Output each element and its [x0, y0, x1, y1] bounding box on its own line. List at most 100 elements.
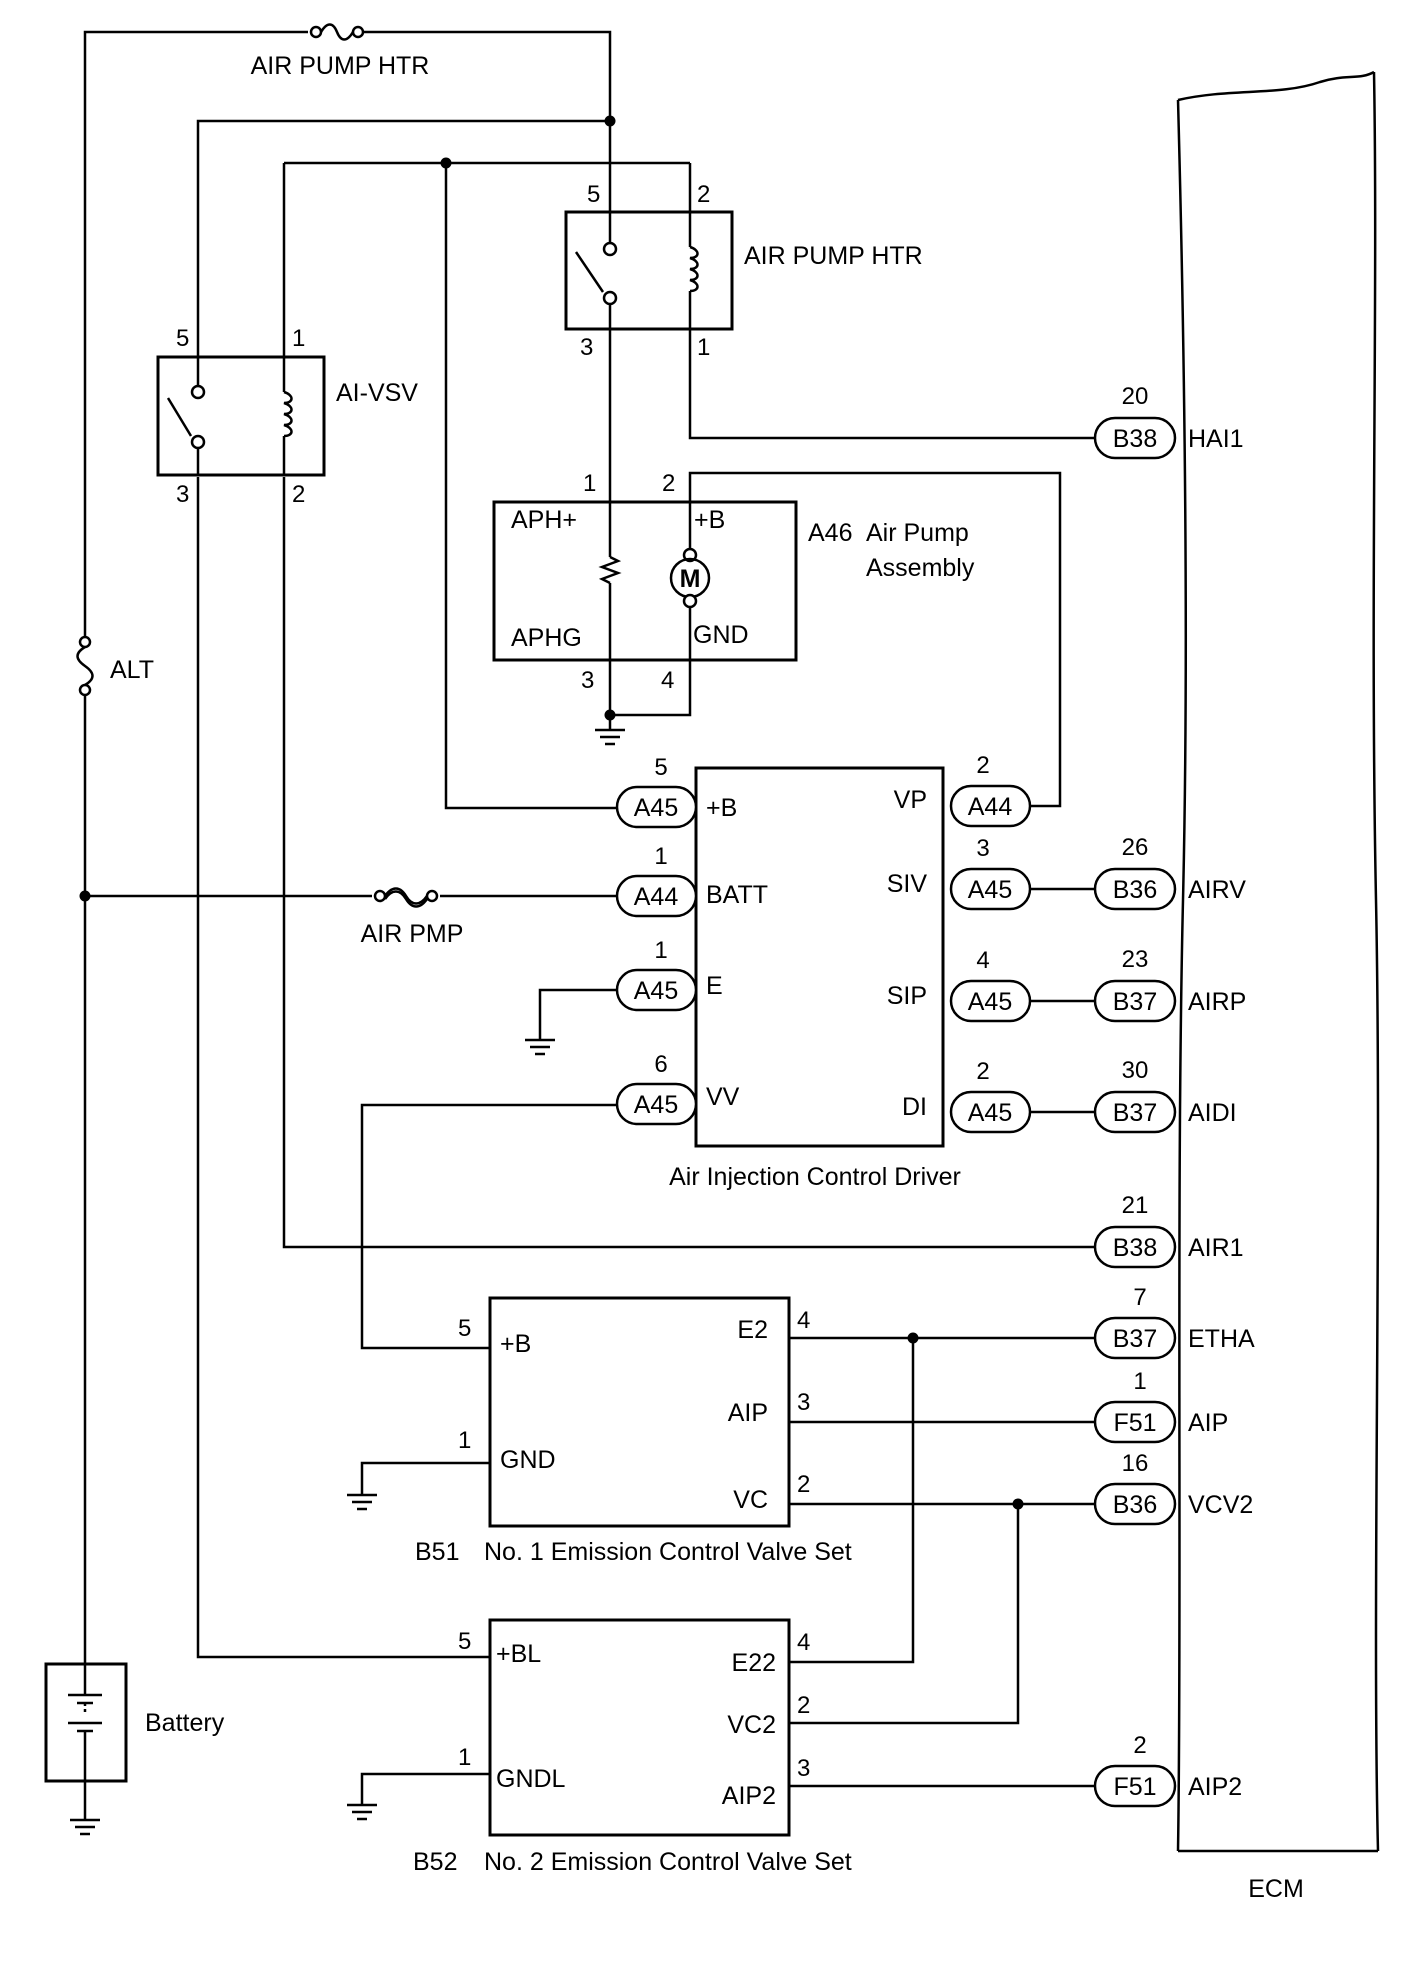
terminal-label: VP: [894, 786, 927, 814]
pin-label: 2: [292, 481, 305, 508]
pin-label: 5: [654, 754, 667, 781]
pin-label: 1: [1133, 1368, 1146, 1395]
connector-a45: A45 5: [615, 754, 698, 829]
connector-label: B38: [1113, 425, 1157, 453]
pin-label: 5: [587, 181, 600, 208]
signal-label: AIP: [1188, 1409, 1228, 1437]
wire-e22: [789, 1338, 915, 1664]
connector-label: B37: [1113, 1099, 1157, 1127]
pin-label: 4: [661, 667, 674, 694]
connector-label: B37: [1113, 1325, 1157, 1353]
connector-label: A45: [968, 988, 1012, 1016]
terminal-label: E22: [732, 1649, 776, 1677]
pin-label: 23: [1122, 946, 1149, 973]
junction-dot: [440, 157, 452, 169]
pin-label: 1: [292, 325, 305, 352]
connector-label: B38: [1113, 1234, 1157, 1262]
junction-dots: [79, 115, 1024, 1510]
ecm-connector: B36 16 VCV2: [1093, 1450, 1253, 1526]
fuse-air-pmp: AIR PMP: [361, 887, 464, 948]
junction-dot: [79, 890, 91, 902]
signal-label: AIP2: [1188, 1773, 1242, 1801]
pin-label: 2: [797, 1471, 810, 1498]
component-label: Assembly: [866, 554, 975, 582]
wire-valve1-gnd: [360, 1461, 490, 1495]
ecm-connector: F51 2 AIP2: [1093, 1732, 1242, 1808]
connector-a45: A45 2: [949, 1058, 1032, 1134]
component-ref: B52: [413, 1848, 457, 1876]
connector-label: F51: [1113, 1773, 1156, 1801]
terminal-label: AIP2: [722, 1782, 776, 1810]
ecm-connector: B36 26 AIRV: [1093, 834, 1246, 911]
battery: Battery: [44, 1662, 225, 1820]
pin-label: 5: [458, 1315, 471, 1342]
pin-label: 2: [662, 470, 675, 497]
junction-dot: [604, 115, 616, 127]
ecm: ECM: [1176, 70, 1380, 1903]
ai-vsv: 5 1 3 2 AI-VSV: [156, 325, 418, 508]
ecm-label: ECM: [1248, 1875, 1304, 1903]
signal-label: AIRP: [1188, 988, 1246, 1016]
pin-label: 3: [797, 1389, 810, 1416]
fuse-label: AIR PMP: [361, 920, 464, 948]
connector-label: A45: [968, 1099, 1012, 1127]
terminal-label: DI: [902, 1093, 927, 1121]
wire-hai1: [688, 300, 1095, 440]
component-label: No. 1 Emission Control Valve Set: [484, 1538, 852, 1566]
terminal-label: GND: [500, 1446, 556, 1474]
junction-dot: [604, 709, 616, 721]
pin-label: 7: [1133, 1284, 1146, 1311]
pin-label: 20: [1122, 383, 1149, 410]
connector-a45: A45 4: [949, 947, 1032, 1023]
connector-label: A44: [968, 793, 1013, 821]
wire-driver-e: [538, 988, 617, 1040]
ecm-connector: B38 21 AIR1: [1093, 1192, 1244, 1269]
pin-label: 4: [797, 1307, 810, 1334]
junction-dot: [1012, 1498, 1024, 1510]
wire-driver-plus-b: [444, 163, 617, 810]
pin-label: 2: [1133, 1732, 1146, 1759]
terminal-label: +BL: [496, 1640, 541, 1668]
wire-vp: [688, 471, 1062, 808]
wire-ai-vsv-pin5: [196, 119, 610, 385]
component-ref: B51: [415, 1538, 459, 1566]
terminal-label: VV: [706, 1083, 740, 1111]
pin-label: 16: [1122, 1450, 1149, 1477]
pin-label: 2: [976, 752, 989, 779]
pin-label: 1: [654, 843, 667, 870]
emission-control-valve-set-1: +B GND E2 AIP VC 5 1 4 3 2 B51 No. 1 Emi…: [415, 1296, 852, 1566]
ground-icon: [347, 1803, 377, 1821]
pin-label: 3: [580, 334, 593, 361]
fuse-label: AIR PUMP HTR: [251, 52, 430, 80]
ecm-connector: B37 7 ETHA: [1093, 1284, 1255, 1360]
ground-icon: [347, 1493, 377, 1511]
ecm-connectors: B38 20 HAI1 B36 26 AIRV B37 23 AIRP B37 …: [1093, 383, 1255, 1808]
wire-air1: [282, 477, 1095, 1249]
terminal-label: E2: [737, 1316, 768, 1344]
air-pump-assembly: M 1 2 3 4 APH+ +B APHG GND A46 Air Pump …: [492, 470, 975, 694]
pin-label: 2: [976, 1058, 989, 1085]
pin-label: 3: [976, 835, 989, 862]
terminal-label: APH+: [511, 506, 577, 534]
terminal-label: +B: [694, 506, 725, 534]
pin-label: 1: [583, 470, 596, 497]
pin-label: 30: [1122, 1057, 1149, 1084]
component-label: Air Pump: [866, 519, 969, 547]
terminal-label: GNDL: [496, 1765, 566, 1793]
terminal-label: SIP: [887, 982, 927, 1010]
connector-a45: A45 3: [949, 835, 1032, 911]
pin-label: 5: [176, 325, 189, 352]
ground-icon: [70, 1818, 100, 1836]
connector-label: A44: [634, 883, 679, 911]
relay-label: AIR PUMP HTR: [744, 242, 923, 270]
wire-valve2-gnd: [360, 1772, 490, 1805]
pin-label: 1: [458, 1744, 471, 1771]
terminal-label: +B: [706, 794, 737, 822]
fuse-label: ALT: [110, 656, 154, 684]
pin-label: 3: [581, 667, 594, 694]
terminal-label: GND: [693, 621, 749, 649]
pin-label: 1: [654, 937, 667, 964]
junction-dot: [907, 1332, 919, 1344]
signal-label: AIDI: [1188, 1099, 1237, 1127]
signal-label: VCV2: [1188, 1491, 1253, 1519]
